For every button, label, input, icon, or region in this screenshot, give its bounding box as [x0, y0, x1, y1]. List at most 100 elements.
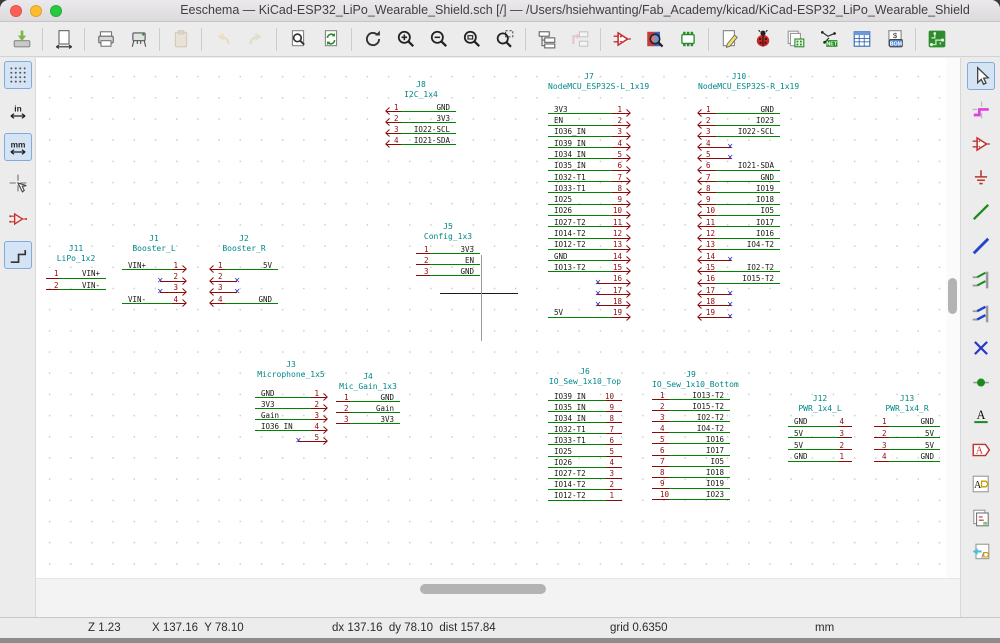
net-label-tool[interactable]: A	[967, 402, 995, 430]
place-bus-tool[interactable]	[967, 232, 995, 260]
fields-table-button[interactable]	[847, 25, 876, 54]
assign-footprints-button[interactable]	[781, 25, 810, 54]
find-button[interactable]	[283, 25, 312, 54]
no-connect-tool[interactable]	[967, 334, 995, 362]
redraw-button[interactable]	[358, 25, 387, 54]
zoom-out-button[interactable]	[424, 25, 453, 54]
pin-row[interactable]: 5✕	[697, 149, 780, 163]
select-tool[interactable]	[966, 62, 995, 90]
close-button[interactable]	[10, 5, 22, 17]
units-inches-toggle[interactable]: in	[4, 97, 32, 125]
cursor-shape-toggle[interactable]	[4, 169, 32, 197]
zoom-selection-button[interactable]	[490, 25, 519, 54]
pin-row[interactable]: 2✕	[209, 271, 278, 285]
pin-row[interactable]: VIN+1	[122, 260, 187, 274]
pin-row[interactable]: 14✕	[697, 251, 780, 265]
pin-row[interactable]: ✕18	[548, 296, 631, 310]
zoom-fit-button[interactable]	[457, 25, 486, 54]
hierarchical-label-tool[interactable]: A	[967, 470, 995, 498]
paste-button[interactable]	[166, 25, 195, 54]
plot-button[interactable]	[124, 25, 153, 54]
erc-button[interactable]	[748, 25, 777, 54]
pin-row[interactable]: VIN-4	[122, 294, 187, 308]
zoom-in-button[interactable]	[391, 25, 420, 54]
hierarchical-sheet-tool[interactable]	[967, 504, 995, 532]
place-power-tool[interactable]	[967, 164, 995, 192]
hv-wires-toggle[interactable]	[3, 241, 32, 269]
pin-row[interactable]: 18✕	[697, 296, 780, 310]
redo-button[interactable]	[241, 25, 270, 54]
bom-button[interactable]: $BOM	[880, 25, 909, 54]
symbol-browser-button[interactable]	[640, 25, 669, 54]
pin-row[interactable]: 4✕	[697, 138, 780, 152]
minimize-button[interactable]	[30, 5, 42, 17]
find-replace-button[interactable]	[316, 25, 345, 54]
junction-tool[interactable]	[967, 368, 995, 396]
symbol-editor-button[interactable]	[607, 25, 636, 54]
maximize-button[interactable]	[50, 5, 62, 17]
bus-to-bus-entry-tool[interactable]	[967, 300, 995, 328]
vertical-scrollbar-thumb[interactable]	[948, 278, 957, 314]
units-mm-toggle[interactable]: mm	[3, 133, 32, 161]
print-button[interactable]	[91, 25, 120, 54]
